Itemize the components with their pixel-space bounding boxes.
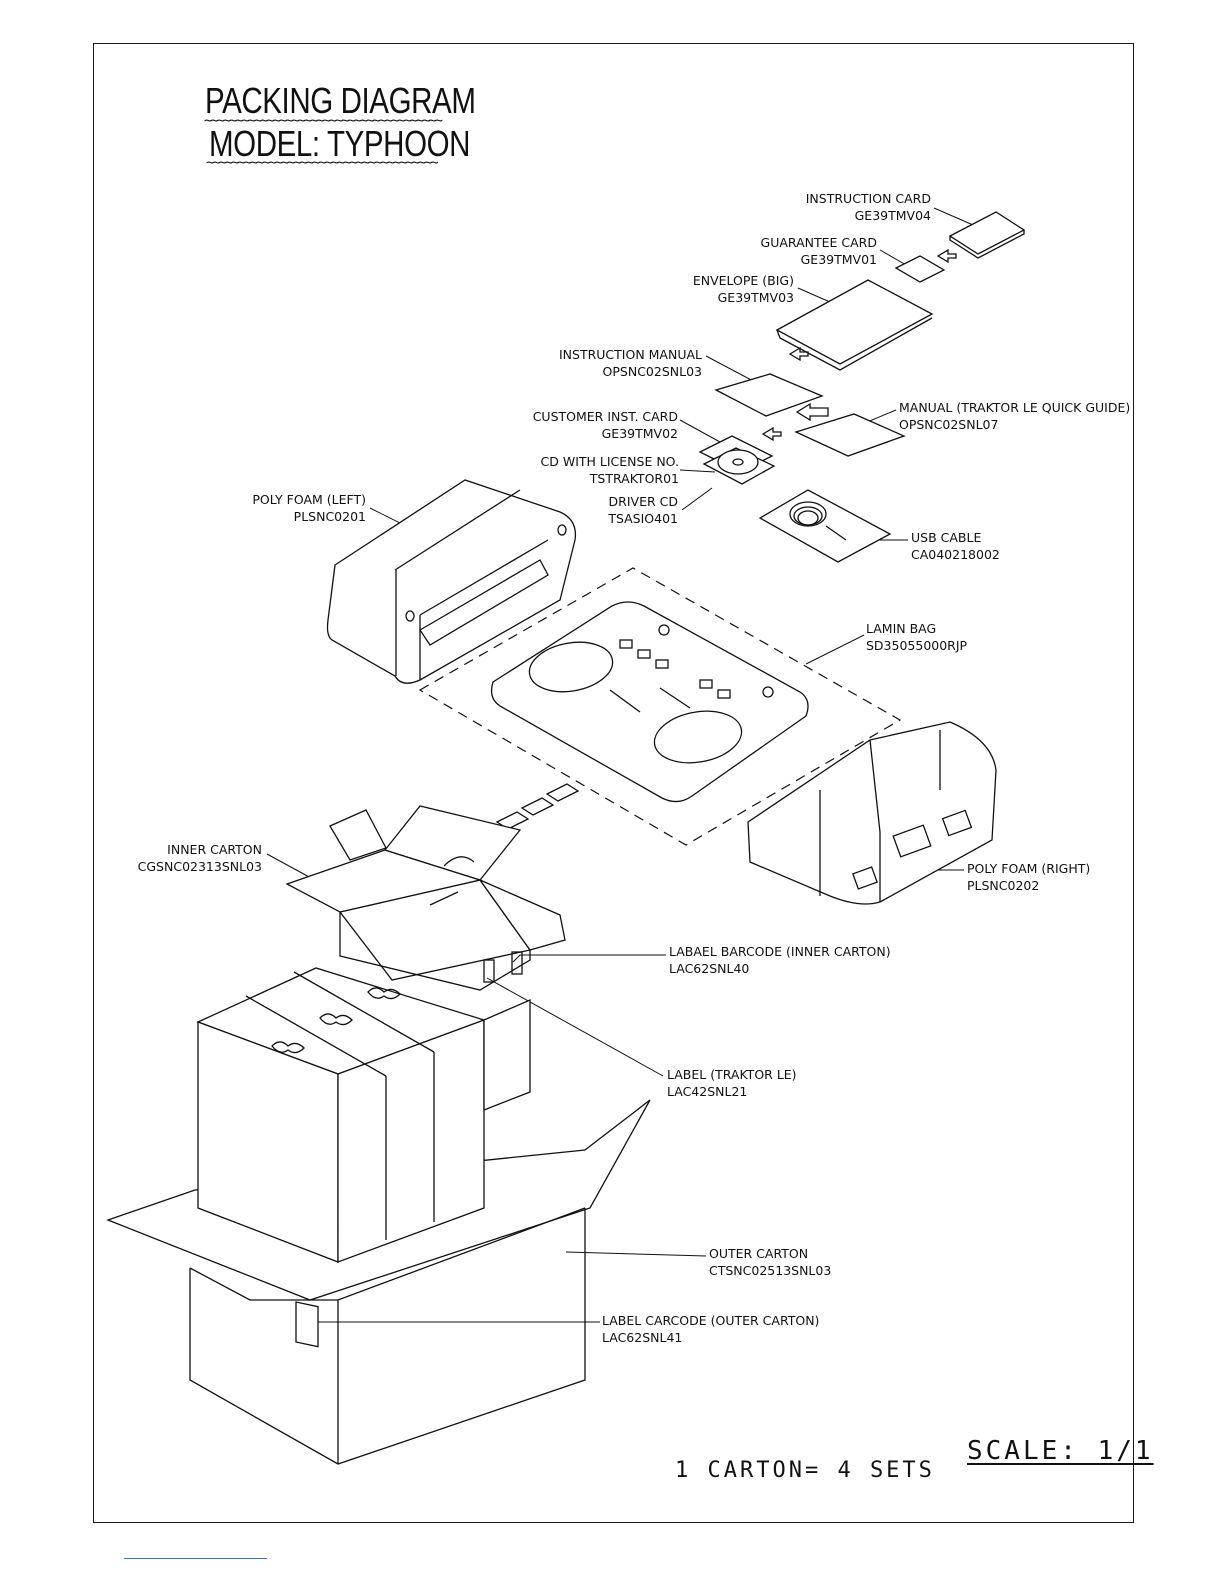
label-traktor-le: LABEL (TRAKTOR LE) LAC42SNL21 bbox=[667, 1066, 797, 1100]
label-instruction-card: INSTRUCTION CARD GE39TMV04 bbox=[780, 190, 931, 224]
label-traktor-manual: MANUAL (TRAKTOR LE QUICK GUIDE) OPSNC02S… bbox=[899, 399, 1130, 433]
label-driver-cd: DRIVER CD TSASIO401 bbox=[560, 493, 678, 527]
part-name: GUARANTEE CARD bbox=[760, 235, 877, 250]
part-name: LAMIN BAG bbox=[866, 621, 937, 636]
part-code: PLSNC0202 bbox=[967, 878, 1040, 893]
part-name: CD WITH LICENSE NO. bbox=[540, 454, 679, 469]
part-name: LABEL (TRAKTOR LE) bbox=[667, 1067, 797, 1082]
model-title: MODEL: TYPHOON bbox=[209, 123, 471, 164]
traktor-manual-shape bbox=[794, 413, 906, 457]
lamin-bag-outline bbox=[418, 567, 902, 846]
drawing-frame bbox=[93, 43, 1134, 1523]
dj-controller-shape bbox=[490, 601, 809, 803]
part-name: LABAEL BARCODE (INNER CARTON) bbox=[669, 944, 891, 959]
outer-carton-shape bbox=[106, 967, 651, 1465]
label-inner-carton: INNER CARTON CGSNC02313SNL03 bbox=[120, 841, 262, 875]
guarantee-card-shape bbox=[894, 255, 946, 283]
label-lamin-bag: LAMIN BAG SD35055000RJP bbox=[866, 620, 967, 654]
part-name: MANUAL (TRAKTOR LE QUICK GUIDE) bbox=[899, 400, 1131, 415]
part-code: GE39TMV04 bbox=[854, 208, 931, 223]
label-instruction-manual: INSTRUCTION MANUAL OPSNC02SNL03 bbox=[540, 346, 702, 380]
part-code: TSTRAKTOR01 bbox=[589, 471, 679, 486]
diagram-title: PACKING DIAGRAM bbox=[205, 80, 476, 121]
label-poly-foam-right: POLY FOAM (RIGHT) PLSNC0202 bbox=[967, 860, 1090, 894]
part-name: OUTER CARTON bbox=[709, 1246, 809, 1261]
instruction-manual-shape bbox=[714, 373, 824, 417]
label-cd-license: CD WITH LICENSE NO. TSTRAKTOR01 bbox=[520, 453, 679, 487]
part-name: CUSTOMER INST. CARD bbox=[532, 409, 678, 424]
poly-foam-right-shape bbox=[747, 721, 997, 905]
part-code: LAC62SNL41 bbox=[602, 1330, 683, 1345]
label-poly-foam-left: POLY FOAM (LEFT) PLSNC0201 bbox=[220, 491, 366, 525]
cd-shapes bbox=[698, 435, 776, 485]
leader-lines bbox=[266, 207, 981, 1323]
part-name: POLY FOAM (LEFT) bbox=[252, 492, 366, 507]
label-barcode-outer: LABEL CARCODE (OUTER CARTON) LAC62SNL41 bbox=[602, 1312, 819, 1346]
label-outer-carton: OUTER CARTON CTSNC02513SNL03 bbox=[709, 1245, 831, 1279]
part-code: GE39TMV03 bbox=[717, 290, 794, 305]
title-underline-1: ~~~~~~~~~~~~~~~~~~~~~~~~~~~~~~~~~~~~~~ bbox=[204, 113, 443, 129]
part-code: TSASIO401 bbox=[608, 511, 678, 526]
label-squares bbox=[495, 783, 580, 830]
part-code: GE39TMV02 bbox=[601, 426, 678, 441]
part-name: POLY FOAM (RIGHT) bbox=[967, 861, 1091, 876]
label-guarantee-card: GUARANTEE CARD GE39TMV01 bbox=[740, 234, 877, 268]
assembly-arrows bbox=[761, 248, 957, 442]
envelope-shape bbox=[775, 279, 934, 371]
part-name: INNER CARTON bbox=[167, 842, 262, 857]
part-name: LABEL CARCODE (OUTER CARTON) bbox=[602, 1313, 820, 1328]
part-code: CA040218002 bbox=[911, 547, 1000, 562]
part-code: CGSNC02313SNL03 bbox=[137, 859, 262, 874]
label-envelope-big: ENVELOPE (BIG) GE39TMV03 bbox=[660, 272, 794, 306]
part-name: INSTRUCTION CARD bbox=[805, 191, 931, 206]
carton-quantity-note: 1 CARTON= 4 SETS bbox=[675, 1458, 935, 1483]
part-code: GE39TMV01 bbox=[800, 252, 877, 267]
part-name: USB CABLE bbox=[911, 530, 982, 545]
part-code: LAC42SNL21 bbox=[667, 1084, 748, 1099]
label-customer-inst-card: CUSTOMER INST. CARD GE39TMV02 bbox=[520, 408, 678, 442]
scale-note: SCALE: 1/1 bbox=[967, 1436, 1154, 1466]
inner-carton-shape bbox=[285, 805, 566, 991]
part-name: DRIVER CD bbox=[608, 494, 678, 509]
part-code: PLSNC0201 bbox=[293, 509, 366, 524]
part-code: CTSNC02513SNL03 bbox=[709, 1263, 832, 1278]
usb-cable-shape bbox=[758, 489, 892, 563]
part-code: LAC62SNL40 bbox=[669, 961, 750, 976]
label-barcode-inner: LABAEL BARCODE (INNER CARTON) LAC62SNL40 bbox=[669, 943, 891, 977]
part-code: SD35055000RJP bbox=[866, 638, 968, 653]
label-usb-cable: USB CABLE CA040218002 bbox=[911, 529, 1000, 563]
title-underline-2: ~~~~~~~~~~~~~~~~~~~~~~~~~~~~~~~~~~~~~ bbox=[206, 155, 439, 171]
poly-foam-left-shape bbox=[326, 479, 577, 684]
footer-link-underline bbox=[124, 1558, 267, 1559]
instruction-card-shape bbox=[948, 211, 1026, 259]
part-code: OPSNC02SNL03 bbox=[602, 364, 702, 379]
part-name: INSTRUCTION MANUAL bbox=[558, 347, 702, 362]
part-name: ENVELOPE (BIG) bbox=[692, 273, 794, 288]
part-code: OPSNC02SNL07 bbox=[899, 417, 999, 432]
